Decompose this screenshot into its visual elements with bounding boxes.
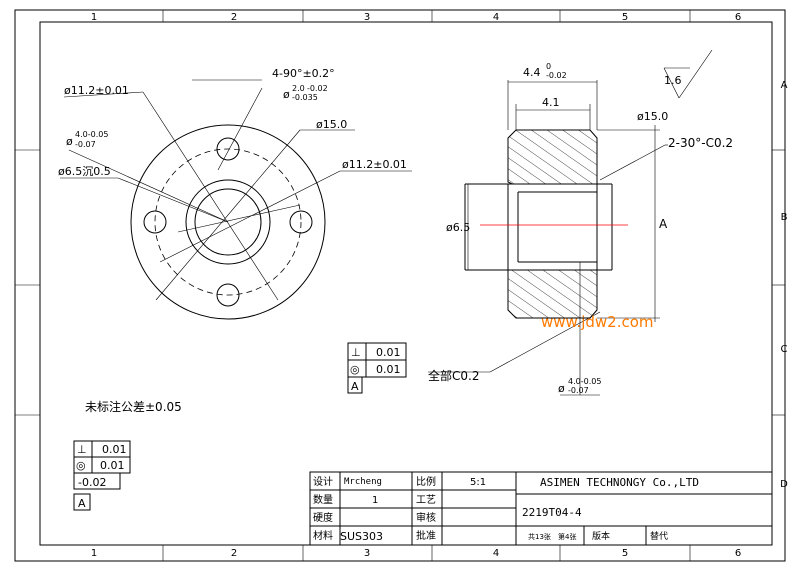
dim-4-1: 4.1 — [542, 96, 560, 109]
col-label-3-top: 3 — [364, 12, 370, 23]
zone-ticks — [15, 10, 785, 561]
section-hatch-upper — [507, 129, 598, 185]
tb-hardness-label: 硬度 — [313, 511, 333, 524]
gdt-left-conc-value: 0.01 — [100, 459, 125, 472]
tb-design-label: 设计 — [313, 475, 333, 488]
section-hatch-lower — [507, 269, 598, 319]
outer-border — [14, 9, 786, 562]
tb-material-value: SUS303 — [340, 530, 383, 543]
gdt-left-perp-value: 0.01 — [102, 443, 127, 456]
gdt-mid-datum: A — [351, 380, 359, 393]
col-label-6-top: 6 — [735, 12, 741, 23]
dim-d4-front-lower: -0.07 — [75, 140, 96, 149]
dim-d6-5-section: ø6.5 — [446, 221, 470, 234]
row-label-b: B — [781, 212, 788, 223]
tb-material-label: 材料 — [313, 529, 333, 542]
tb-scale-label: 比例 — [416, 475, 436, 488]
col-label-5-top: 5 — [622, 12, 628, 23]
tb-sheet-no: 第4张 — [558, 532, 576, 541]
tb-version-label: 版本 — [592, 530, 610, 542]
row-label-a: A — [781, 80, 788, 91]
inner-circle-11-2 — [185, 179, 271, 265]
gdt-mid-perp-symbol: ⊥ — [351, 346, 361, 359]
chamfer-note: 2-30°-C0.2 — [668, 136, 733, 150]
inner-circle-6-5 — [194, 188, 262, 256]
gdt-left-datum: A — [78, 497, 86, 510]
tb-qty-value: 1 — [372, 495, 378, 506]
gdt-frame-left — [73, 440, 131, 511]
col-label-2-top: 2 — [231, 12, 237, 23]
col-label-5-bottom: 5 — [622, 548, 628, 559]
tb-process-label: 工艺 — [416, 494, 436, 506]
bolt-circle — [154, 148, 302, 296]
col-label-1-top: 1 — [91, 12, 97, 23]
tb-drawing-no: 2219T04-4 — [522, 506, 582, 519]
gdt-left-conc-symbol: ◎ — [76, 459, 86, 472]
front-leaders — [60, 79, 412, 301]
datum-label-a-section: A — [659, 217, 668, 231]
gdt-left-perp-symbol: ⊥ — [77, 443, 87, 456]
dim-d6-5-counterbore: ø6.5沉0.5 — [58, 165, 111, 178]
gdt-mid-conc-value: 0.01 — [376, 363, 401, 376]
dim-d4-section-upper: 4.0-0.05 — [568, 377, 601, 386]
gdt-left-flat-value: -0.02 — [78, 476, 106, 489]
tb-sheets-total: 共13张 — [528, 532, 551, 541]
watermark: www.jdw2.com — [541, 313, 654, 331]
tb-design-value: Mrcheng — [344, 477, 382, 487]
bolt-hole-top — [216, 137, 240, 161]
bolt-hole-right — [289, 210, 313, 234]
front-view: ø11.2±0.01 4-90°±0.2° ø 2.0 -0.02 -0.035… — [58, 67, 412, 320]
inner-border — [39, 21, 773, 546]
dim-4-4-upper: 0 — [546, 62, 551, 71]
dim-d15-section: ø15.0 — [637, 110, 668, 123]
dim-d4-section-lower: -0.07 — [568, 386, 589, 395]
section-view: 4.4 0 -0.02 4.1 1.6 ø15.0 2-30°-C0.2 A ø… — [428, 49, 733, 396]
dim-d11-2-left: ø11.2±0.01 — [64, 84, 129, 97]
dim-d4-section-base: ø — [558, 382, 565, 395]
col-label-4-bottom: 4 — [493, 548, 499, 559]
general-tolerance-note: 未标注公差±0.05 — [85, 399, 182, 414]
dim-d11-2-right: ø11.2±0.01 — [342, 158, 407, 171]
tb-approve-label: 批准 — [416, 529, 436, 542]
gdt-mid-conc-symbol: ◎ — [350, 363, 360, 376]
dim-4-4-lower: -0.02 — [546, 71, 567, 80]
tb-scale-value: 5:1 — [470, 477, 486, 488]
col-label-6-bottom: 6 — [735, 548, 741, 559]
title-block — [309, 471, 773, 546]
dim-4-4-base: 4.4 — [523, 66, 541, 79]
roughness-value: 1.6 — [664, 74, 682, 87]
row-label-d: D — [780, 479, 788, 490]
dim-holes-dia-upper-tol: -0.02 — [307, 84, 328, 93]
gdt-mid-perp-value: 0.01 — [376, 346, 401, 359]
outer-circle — [130, 124, 326, 320]
dim-d4-front-upper: 4.0-0.05 — [75, 130, 108, 139]
tb-company: ASIMEN TECHNONGY Co.,LTD — [540, 476, 699, 489]
tb-review-label: 审核 — [416, 511, 436, 524]
col-label-2-bottom: 2 — [231, 548, 237, 559]
bolt-hole-bottom — [216, 283, 240, 307]
dim-d4-front-base: ø — [66, 135, 73, 148]
col-label-4-top: 4 — [493, 12, 499, 23]
dim-d15-front: ø15.0 — [316, 118, 347, 131]
row-label-c: C — [781, 344, 788, 355]
col-label-3-bottom: 3 — [364, 548, 370, 559]
dim-holes-angle: 4-90°±0.2° — [272, 67, 335, 80]
tb-replace-label: 替代 — [650, 530, 668, 542]
bolt-hole-left — [143, 210, 167, 234]
gdt-frame-mid — [347, 342, 407, 394]
col-label-1-bottom: 1 — [91, 548, 97, 559]
dim-holes-dia-base: ø — [283, 88, 290, 101]
chamfer-all-note: 全部C0.2 — [428, 368, 479, 383]
dim-holes-dia-lower: -0.035 — [292, 93, 318, 102]
dim-holes-dia-upper: 2.0 — [292, 84, 305, 93]
tb-qty-label: 数量 — [313, 493, 333, 506]
